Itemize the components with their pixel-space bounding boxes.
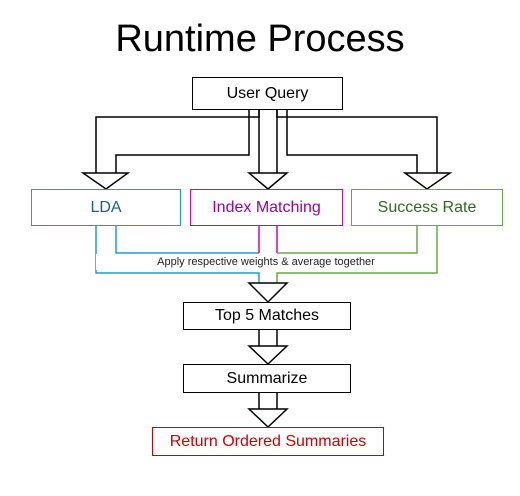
user-query-box: User Query — [192, 77, 343, 110]
return-summaries-box: Return Ordered Summaries — [152, 427, 384, 456]
arrow-query-to-index — [258, 110, 278, 173]
summarize-label: Summarize — [226, 369, 308, 387]
arrow-head-summarize — [247, 345, 289, 366]
diagram-title: Runtime Process — [115, 18, 405, 60]
arrow-query-to-success — [276, 110, 438, 173]
connector-success — [276, 226, 438, 283]
arrow-top-to-summarize — [258, 330, 278, 346]
connector-lda — [95, 226, 260, 283]
arrow-query-to-success-inner — [286, 110, 418, 173]
top-matches-label: Top 5 Matches — [214, 307, 320, 324]
success-rate-box: Success Rate — [351, 189, 503, 226]
success-rate-label: Success Rate — [377, 198, 477, 216]
arrow-query-to-lda — [95, 110, 260, 173]
arrow-summarize-to-return — [258, 393, 278, 409]
arrow-head-success — [402, 172, 453, 190]
combine-note: Apply respective weights & average toget… — [96, 254, 436, 270]
arrow-head-lda — [80, 172, 131, 190]
user-query-label: User Query — [226, 84, 309, 102]
top-matches-box: Top 5 Matches — [183, 302, 351, 330]
index-matching-box: Index Matching — [190, 189, 343, 226]
connector-index — [258, 226, 278, 253]
index-matching-label: Index Matching — [212, 198, 321, 216]
arrow-head-combine — [247, 282, 289, 304]
arrow-head-return — [247, 408, 289, 429]
arrow-head-index — [246, 172, 290, 190]
return-summaries-label: Return Ordered Summaries — [169, 432, 367, 450]
arrow-query-to-lda-inner — [115, 110, 250, 173]
lda-label: LDA — [90, 198, 122, 216]
lda-box: LDA — [31, 189, 181, 226]
summarize-box: Summarize — [183, 364, 351, 393]
